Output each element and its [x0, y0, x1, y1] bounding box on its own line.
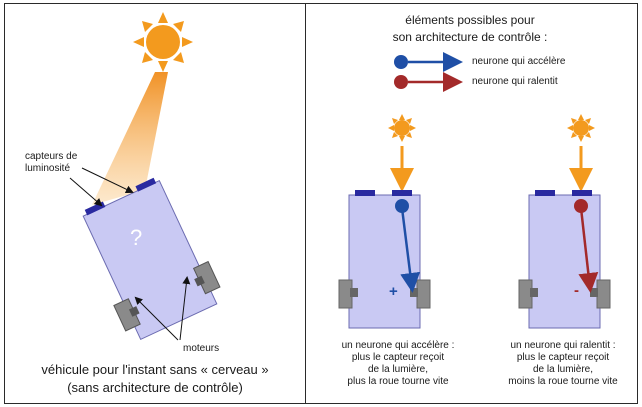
motor-pointer-1 — [134, 296, 179, 341]
accel-caption: un neurone qui accélère : plus le capteu… — [318, 340, 478, 388]
sun-icon — [133, 12, 193, 72]
right-title-line2: son architecture de contrôle : — [392, 30, 548, 44]
sensor-label: capteurs de luminosité — [25, 151, 77, 175]
light-beam — [92, 72, 168, 205]
slow-caption-line1: un neurone qui ralentit : — [510, 340, 616, 351]
small-sun-icon-a — [388, 114, 416, 142]
legend-slow-label: neurone qui ralentit — [472, 76, 558, 87]
accel-caption-line3: de la lumière, — [367, 364, 429, 375]
sensor-pointer-2 — [81, 167, 134, 194]
accel-caption-line4: plus la roue tourne vite — [347, 376, 449, 387]
tilted-vehicle — [82, 177, 221, 341]
sensor-pointer-1 — [69, 177, 103, 207]
slow-caption: un neurone qui ralentit : plus le capteu… — [488, 340, 638, 388]
accelerate-sign: + — [389, 283, 398, 300]
motor-pointer-2 — [179, 276, 191, 341]
slow-caption-line2: plus le capteur reçoit — [516, 352, 610, 363]
left-caption-line2: (sans architecture de contrôle) — [67, 380, 243, 395]
light-sensor-right — [135, 177, 157, 192]
right-title-line1: éléments possibles pour — [405, 13, 535, 27]
vehicle-body — [82, 179, 218, 341]
legend-accelerate-label: neurone qui accélère — [472, 56, 566, 67]
vehicle-question-mark: ? — [130, 225, 143, 250]
sensor-label-line2: luminosité — [25, 163, 71, 174]
panel-divider — [305, 3, 306, 404]
diagram-frame — [4, 3, 638, 404]
slow-caption-line3: de la lumière, — [532, 364, 594, 375]
sensor-label-line1: capteurs de — [25, 151, 78, 162]
slowing-neuron-icon — [394, 75, 408, 89]
accelerating-neuron — [395, 199, 409, 213]
accel-caption-line2: plus le capteur reçoit — [351, 352, 445, 363]
small-sun-icon-b — [567, 114, 595, 142]
slowing-neuron — [574, 199, 588, 213]
accelerating-neuron-icon — [394, 55, 408, 69]
left-caption-line1: véhicule pour l'instant sans « cerveau » — [41, 362, 269, 377]
slow-sign: - — [574, 282, 579, 299]
accel-caption-line1: un neurone qui accélère : — [341, 340, 455, 351]
vehicle-accelerating — [338, 190, 431, 329]
motors-label: moteurs — [183, 343, 220, 354]
slow-caption-line4: moins la roue tourne vite — [508, 376, 618, 387]
vehicle-slowing — [518, 190, 611, 329]
